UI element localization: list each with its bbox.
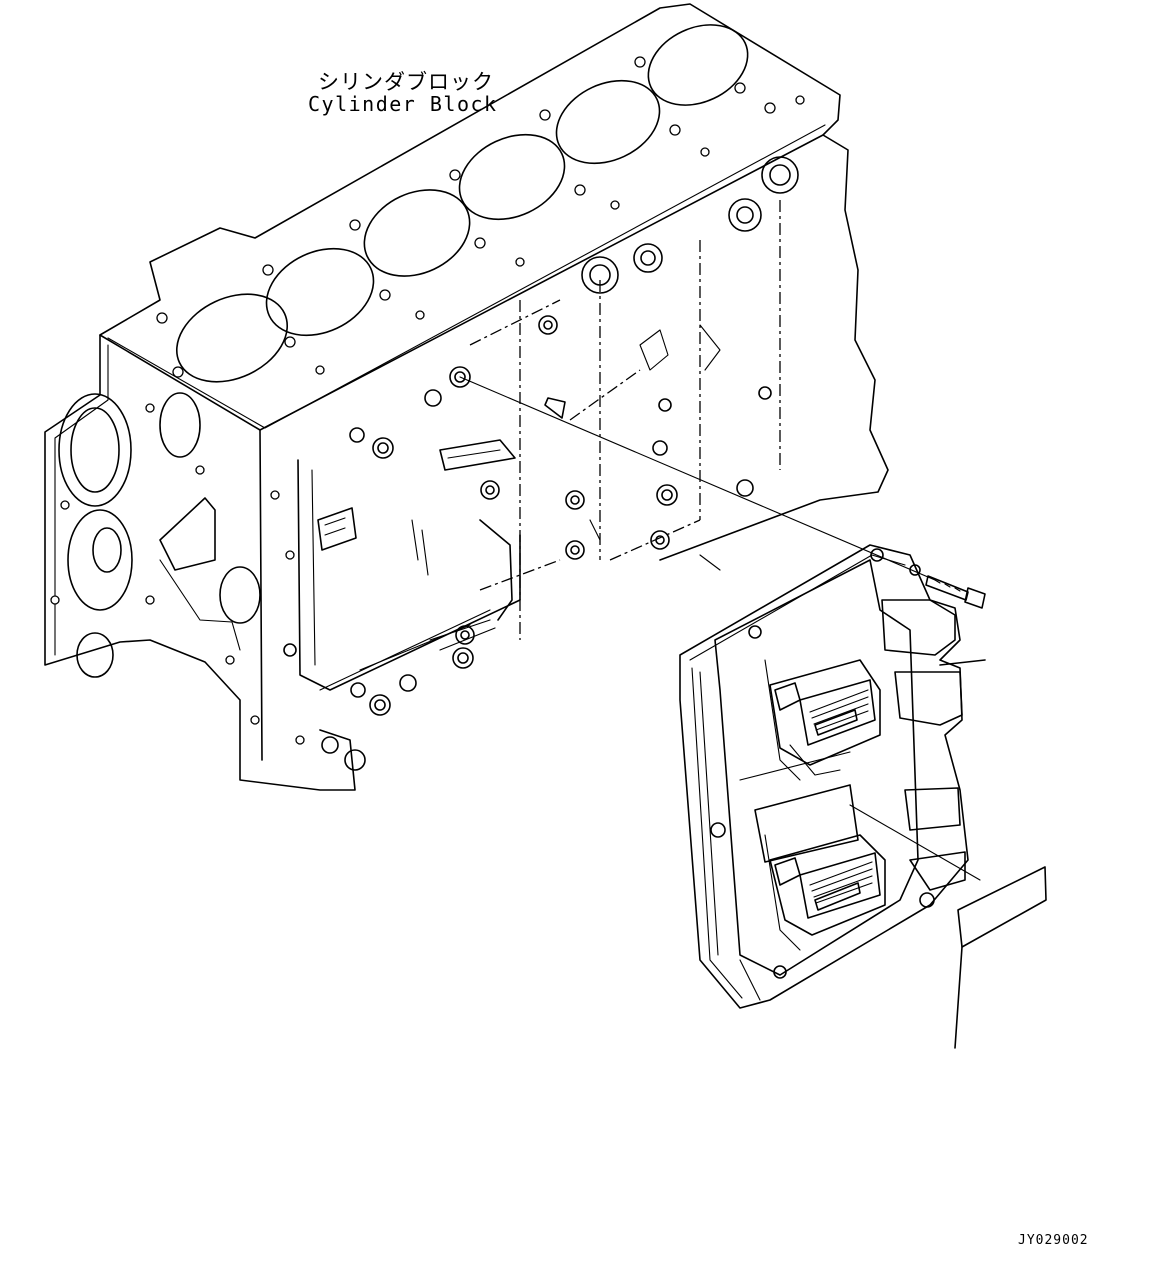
label-plate bbox=[954, 866, 1047, 1049]
engine-controller bbox=[679, 544, 981, 1009]
drawing-number: JY029002 bbox=[1018, 1233, 1089, 1248]
upper-connector bbox=[764, 659, 881, 781]
lower-connector bbox=[764, 834, 886, 951]
component-label-english: Cylinder Block bbox=[308, 92, 498, 116]
mounting-bolt bbox=[925, 575, 986, 609]
component-label-japanese: シリンダブロック bbox=[318, 70, 494, 94]
housing-leader-line bbox=[939, 659, 986, 666]
bolt-leader-line bbox=[459, 376, 936, 581]
cylinder-block bbox=[44, 3, 889, 791]
block-clip bbox=[317, 439, 516, 551]
block-bosses bbox=[283, 156, 799, 771]
deck-holes bbox=[156, 56, 805, 378]
